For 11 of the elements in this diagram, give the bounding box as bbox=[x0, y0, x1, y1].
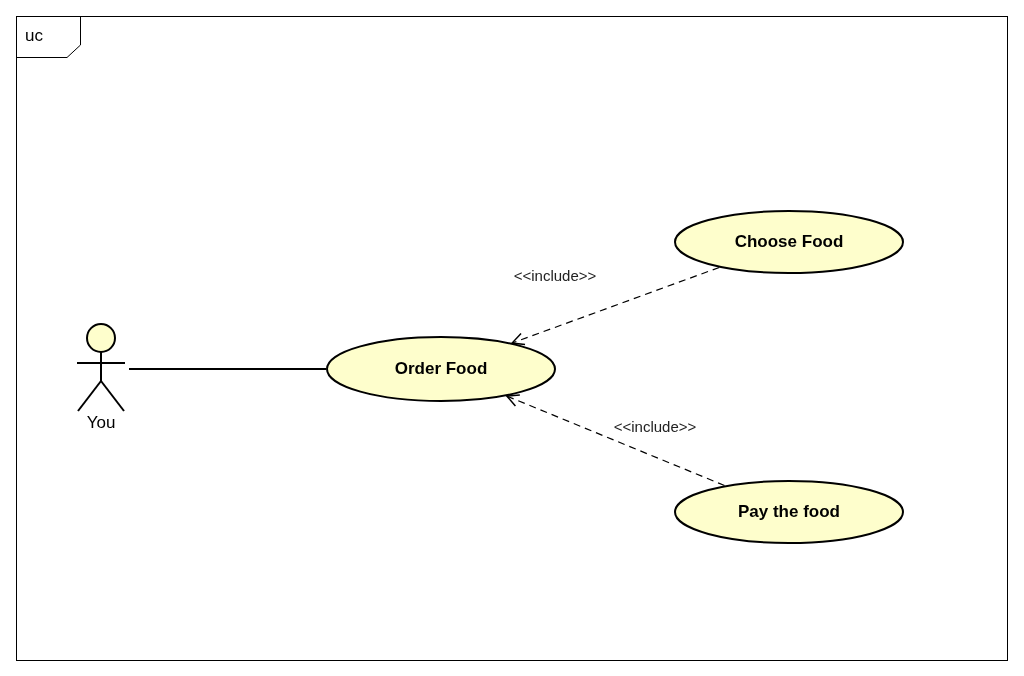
actor-name: You bbox=[86, 413, 116, 433]
edge-label: <<include>> bbox=[513, 267, 597, 284]
use-case-name: Order Food bbox=[394, 358, 488, 381]
use-case-name: Pay the food bbox=[738, 501, 840, 524]
dashed-arrow bbox=[511, 266, 720, 346]
association-line bbox=[128, 368, 327, 370]
frame-label: uc bbox=[25, 26, 43, 46]
edge-label: <<include>> bbox=[613, 418, 697, 435]
diagram-frame bbox=[16, 16, 1008, 661]
use-case-name: Choose Food bbox=[734, 231, 844, 254]
dashed-arrow bbox=[506, 394, 726, 487]
